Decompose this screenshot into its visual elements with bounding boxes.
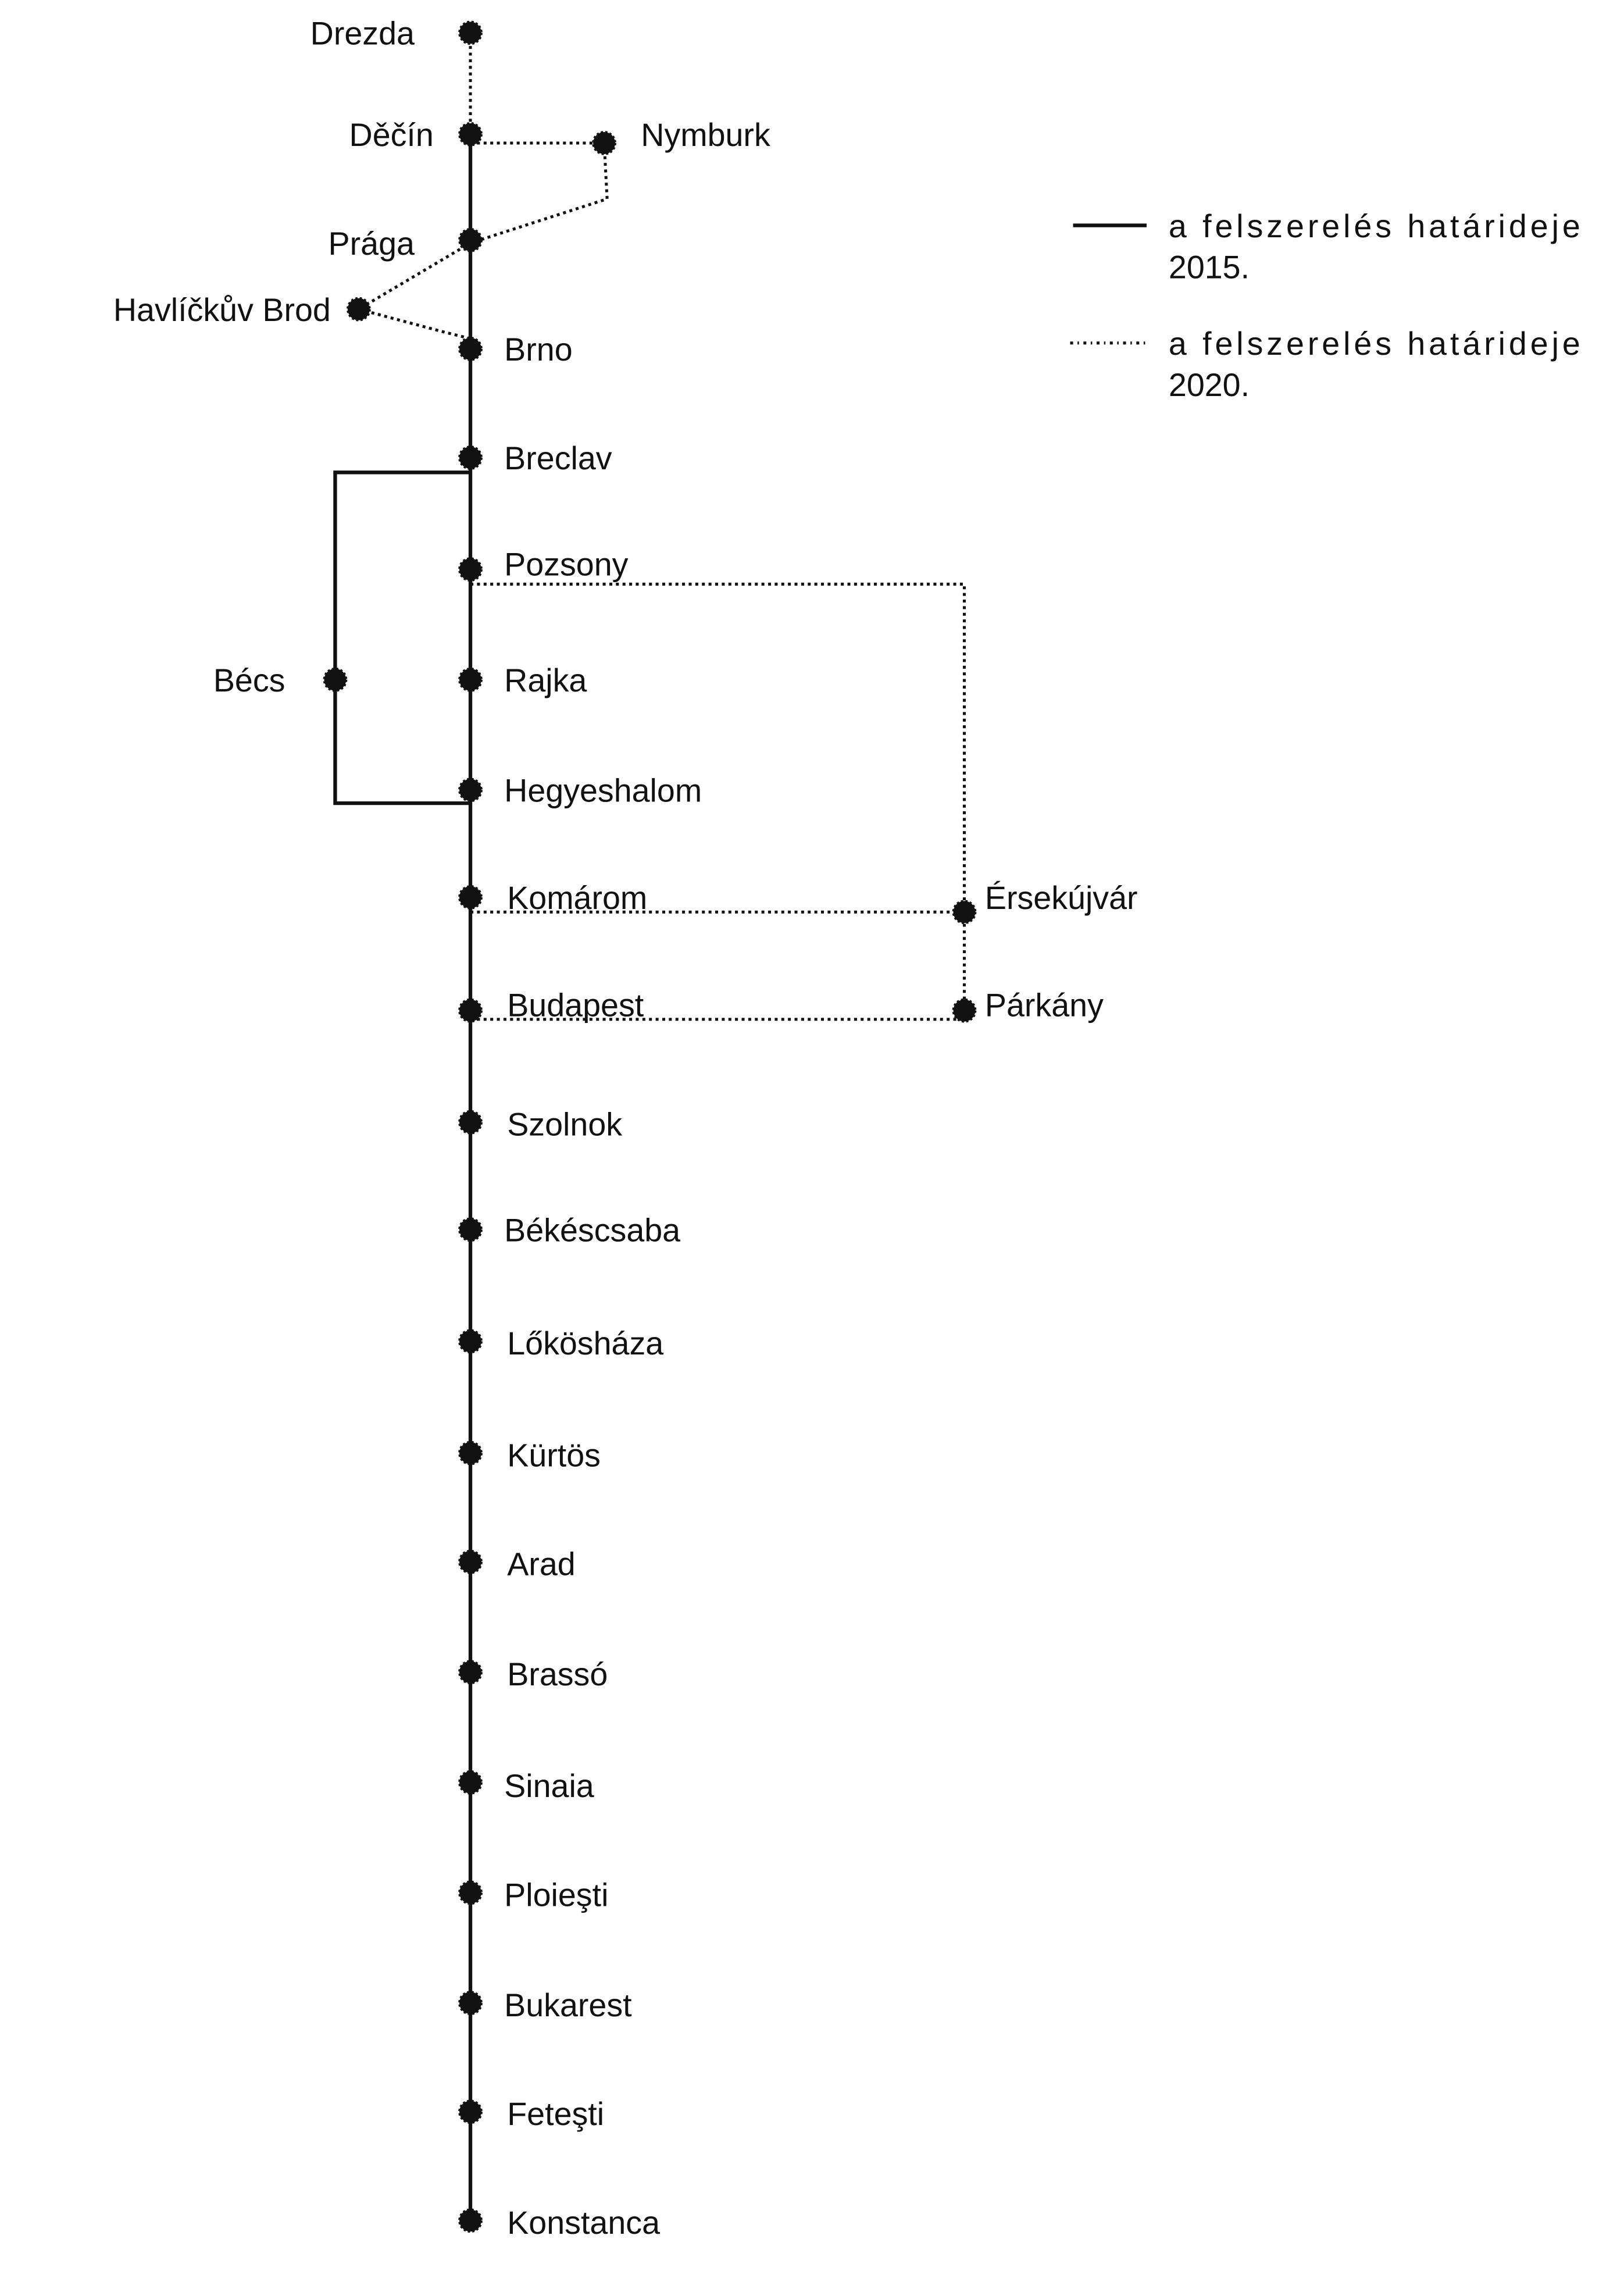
station-node-lokoshaza <box>458 1329 483 1354</box>
station-label-ploiesti: Ploieşti <box>504 1877 608 1913</box>
station-label-arad: Arad <box>507 1546 575 1582</box>
station-label-budapest: Budapest <box>507 987 644 1024</box>
station-label-bekescsaba: Békéscsaba <box>504 1213 680 1249</box>
station-label-komarom: Komárom <box>507 880 647 916</box>
station-node-komarom <box>458 885 483 910</box>
station-label-parkany: Párkány <box>985 987 1104 1024</box>
legend-solid-text: a felszerelés határideje <box>1169 208 1580 244</box>
station-label-havlickuv-brod: Havlíčkův Brod <box>113 292 331 328</box>
station-node-decin <box>458 122 483 147</box>
station-node-sinaia <box>458 1770 483 1795</box>
station-node-praga <box>458 227 483 252</box>
station-node-pozsony <box>458 557 483 582</box>
station-label-becs: Bécs <box>213 662 285 698</box>
station-label-ersekujvar: Érsekújvár <box>985 880 1138 916</box>
station-label-rajka: Rajka <box>504 662 587 698</box>
station-label-bukarest: Bukarest <box>504 1987 632 2023</box>
station-node-budapest <box>458 998 483 1023</box>
station-label-brasso: Brassó <box>507 1656 608 1692</box>
station-label-szolnok: Szolnok <box>507 1107 622 1143</box>
legend: a felszerelés határideje 2015. a felszer… <box>1070 208 1580 403</box>
station-node-kurtos <box>458 1441 483 1466</box>
line-2020-nymburk-havlickuv-brod <box>358 142 609 311</box>
station-label-fetesti: Feteşti <box>507 2096 604 2132</box>
station-label-sinaia: Sinaia <box>504 1768 594 1804</box>
station-node-arad <box>458 1549 483 1574</box>
station-node-parkany <box>952 998 977 1023</box>
line-2020-havlickuv-brod-brno <box>358 308 471 340</box>
station-node-breclav <box>458 445 483 470</box>
station-node-fetesti <box>458 2099 483 2124</box>
station-label-nymburk: Nymburk <box>641 117 770 153</box>
station-nodes <box>323 20 977 2233</box>
station-label-praga: Prága <box>329 226 415 262</box>
station-node-szolnok <box>458 1110 483 1135</box>
station-label-drezda: Drezda <box>310 16 415 52</box>
station-label-pozsony: Pozsony <box>504 546 628 582</box>
station-label-brno: Brno <box>504 331 572 368</box>
station-label-konstanca: Konstanca <box>507 2205 660 2241</box>
legend-solid-year: 2015. <box>1169 249 1250 286</box>
station-label-kurtos: Kürtös <box>507 1437 601 1473</box>
station-node-ploiesti <box>458 1880 483 1905</box>
station-node-brno <box>458 337 483 361</box>
route-lines <box>333 33 966 2221</box>
legend-dotted-text: a felszerelés határideje <box>1169 326 1580 362</box>
station-node-rajka <box>458 667 483 692</box>
station-node-drezda <box>458 20 483 45</box>
station-label-hegyeshalom: Hegyeshalom <box>504 773 702 809</box>
station-node-havlickuv-brod <box>347 297 371 322</box>
station-label-breclav: Breclav <box>504 440 612 476</box>
station-node-bukarest <box>458 1991 483 2015</box>
station-node-brasso <box>458 1660 483 1685</box>
station-node-nymburk <box>592 131 616 155</box>
station-node-ersekujvar <box>952 900 977 925</box>
station-node-konstanca <box>458 2208 483 2233</box>
line-2015-becs-loop <box>333 470 471 805</box>
station-node-hegyeshalom <box>458 778 483 803</box>
legend-dotted-year: 2020. <box>1169 367 1250 403</box>
station-node-bekescsaba <box>458 1217 483 1242</box>
station-node-becs <box>323 667 348 692</box>
station-label-lokoshaza: Lőkösháza <box>507 1325 663 1361</box>
station-label-decin: Děčín <box>349 117 434 153</box>
